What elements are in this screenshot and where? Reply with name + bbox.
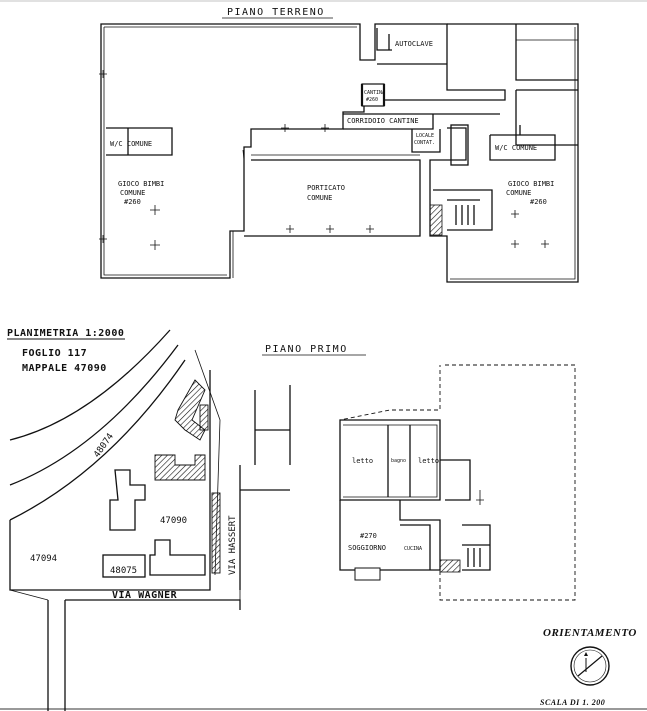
- room-label-cucina: CUCINA: [404, 546, 422, 552]
- room-label-wc-left: W/C COMUNE: [110, 140, 152, 148]
- left-wing-walls: [100, 23, 506, 279]
- north-arrow-icon: [570, 646, 610, 686]
- orientation-label: ORIENTAMENTO: [543, 627, 637, 639]
- site-plan: PLANIMETRIA 1:2000 FOGLIO 117 MAPPALE 47…: [7, 328, 291, 711]
- street-via-wagner: VIA WAGNER: [112, 590, 178, 601]
- room-label-bagno: bagno: [391, 458, 406, 464]
- room-label-letto-2: letto: [418, 457, 439, 465]
- building-hatched-main: [154, 454, 206, 481]
- parcel-47090: 47090: [160, 516, 187, 526]
- column-markers: [99, 70, 549, 250]
- site-plan-title: PLANIMETRIA 1:2000: [7, 328, 124, 339]
- room-label-cantina: CANTINA#260: [364, 90, 385, 103]
- first-floor-title: PIANO PRIMO: [265, 344, 348, 355]
- street-via-hassert: VIA HASSERT: [228, 515, 238, 575]
- room-label-autoclave: AUTOCLAVE: [395, 40, 433, 48]
- parcel-48075: 48075: [110, 566, 137, 576]
- site-plan-foglio: FOGLIO 117: [22, 348, 87, 359]
- right-wing-walls: [429, 23, 579, 283]
- room-label-wc-right: W/C COMUNE: [495, 144, 537, 152]
- ground-floor-title: PIANO TERRENO: [227, 7, 325, 18]
- site-plan-mappale: MAPPALE 47090: [22, 363, 107, 374]
- room-label-corridoio: CORRIDOIO CANTINE: [347, 117, 419, 125]
- legend: ORIENTAMENTO SCALA DI 1. 200: [540, 627, 637, 707]
- room-label-letto-1: letto: [352, 457, 373, 465]
- parcel-47094: 47094: [30, 554, 57, 564]
- scale-label: SCALA DI 1. 200: [540, 698, 605, 707]
- ground-floor-plan: PIANO TERRENO AUT: [99, 7, 579, 283]
